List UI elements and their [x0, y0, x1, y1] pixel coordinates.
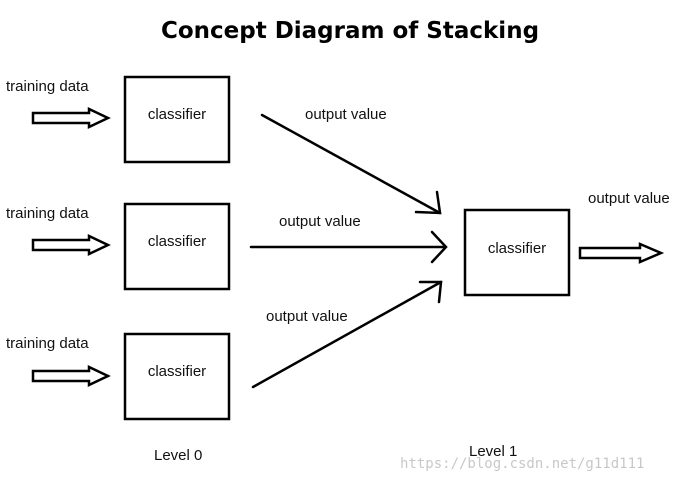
input-arrow-1	[31, 107, 111, 129]
output-arrow-line-1	[260, 113, 442, 215]
output-value-label-3: output value	[266, 308, 348, 325]
level0-classifier-box-3	[123, 332, 231, 421]
level1-classifier-box	[463, 208, 571, 297]
diagram-title: Concept Diagram of Stacking	[160, 18, 540, 44]
input-arrow-3	[31, 365, 111, 387]
final-output-value-label: output value	[588, 190, 670, 207]
level0-classifier-box-2	[123, 202, 231, 291]
final-output-arrow	[578, 242, 665, 264]
output-arrow-line-3	[251, 280, 443, 389]
watermark-text: https://blog.csdn.net/g11d111	[400, 456, 645, 472]
level0-classifier-label-3: classifier	[147, 363, 207, 380]
level0-classifier-label-1: classifier	[147, 106, 207, 123]
level1-classifier-label: classifier	[487, 240, 547, 257]
output-arrow-head-2	[430, 230, 448, 264]
level0-label: Level 0	[154, 447, 203, 464]
output-arrow-head-1	[414, 190, 442, 215]
level0-classifier-box-1	[123, 75, 231, 164]
training-data-label-3: training data	[6, 335, 89, 352]
training-data-label-1: training data	[6, 78, 89, 95]
input-arrow-2	[31, 234, 111, 256]
output-value-label-1: output value	[305, 106, 387, 123]
level1-label: Level 1	[469, 443, 518, 460]
training-data-label-2: training data	[6, 205, 89, 222]
output-arrow-head-3	[418, 280, 443, 304]
level0-classifier-label-2: classifier	[147, 233, 207, 250]
output-value-label-2: output value	[279, 213, 361, 230]
